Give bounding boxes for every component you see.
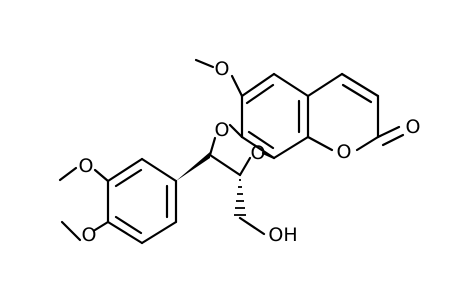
bond-hash-ch2oh [234,179,246,216]
bond-c4a-c4 [306,72,344,98]
bond-c5-c4a [240,72,276,98]
bond-o-methyl-meta [58,166,78,182]
bond-o1-c8 [306,135,334,152]
bond-ar-c2-c3 [140,220,178,245]
bond-ar-c5-o [93,168,110,183]
bond-ar-c6-c1 [140,157,178,183]
atom-o-methoxy-top: O [215,58,230,80]
atom-o-methoxy-para: O [82,224,97,246]
bond-ar-c3-c4 [106,220,144,245]
bond-ch2-oh [238,216,266,236]
bond-wedge-aryl [176,152,210,181]
atom-o-dioxane-left: O [215,119,230,141]
bond-ar-c3-c4-inner [114,215,143,235]
bond-o-right-ch [238,156,252,177]
atom-oh: OH [268,224,297,246]
bond-c4-c3-inner [341,83,373,104]
atom-o-lactone-ring: O [337,141,352,163]
atom-o-dioxane-right: O [251,142,266,164]
bond-c7-o-right [261,151,276,160]
bond-ar-c4-o [93,220,110,232]
bond-ch-ch [208,153,242,177]
bond-c4a-c8a [272,72,310,98]
bond-ar-c5-c6-inner [114,168,143,188]
bond-o-c5 [230,74,244,98]
bond-c7-c6-inner [247,130,275,150]
bond-c2-o1 [355,135,380,152]
bond-c5-c4a-inner [245,83,275,105]
bond-c8-c7 [272,135,310,160]
bond-methyl-o-top [194,58,215,69]
bond-c2-carbonyl-2 [381,133,405,147]
bond-o-left-ch [208,136,217,157]
atom-o-carbonyl: O [406,116,421,138]
bond-c4-c3 [340,72,380,98]
atom-o-methoxy-meta: O [79,155,94,177]
bond-c6-o-left [228,123,244,139]
bond-o-methyl-para [60,220,82,242]
bond-c2-carbonyl-1 [376,125,401,139]
bond-ar-c5-c6 [106,157,144,183]
